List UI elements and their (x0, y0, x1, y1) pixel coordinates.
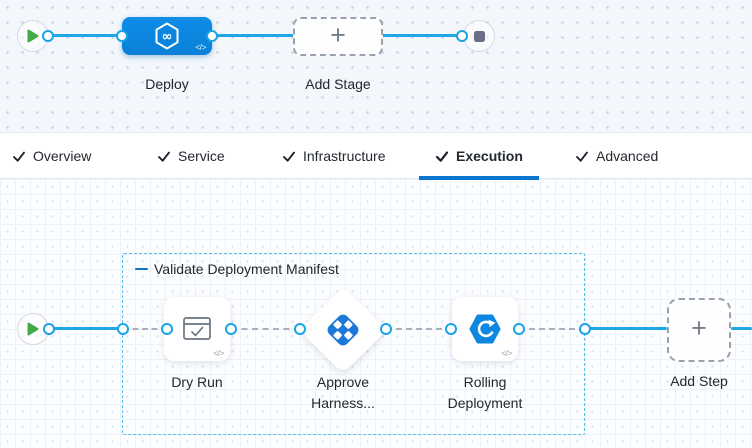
step-group-header[interactable]: Validate Deployment Manifest (135, 261, 339, 277)
tab-overview[interactable]: Overview (0, 133, 107, 179)
step-node-dry-run[interactable]: </> (164, 297, 230, 361)
connector-dot[interactable] (42, 30, 54, 42)
pipeline-end-node[interactable] (463, 20, 495, 52)
check-icon (13, 151, 25, 162)
dry-run-icon (183, 317, 211, 340)
connector-dot[interactable] (513, 323, 525, 335)
flow-line-dashed (386, 328, 452, 330)
tab-label: Overview (33, 148, 92, 164)
rolling-deployment-icon (469, 314, 501, 344)
stop-icon (473, 30, 485, 42)
stage-label[interactable]: Deploy (145, 76, 189, 92)
add-step-label: Add Step (670, 373, 728, 389)
connector-dot[interactable] (116, 30, 128, 42)
connector-dot[interactable] (161, 323, 173, 335)
flow-line (49, 327, 123, 330)
tab-service[interactable]: Service (141, 133, 241, 179)
check-icon (158, 151, 170, 162)
tab-label: Advanced (596, 148, 659, 164)
step-node-rolling-deployment[interactable]: </> (452, 297, 518, 361)
check-icon (435, 151, 449, 162)
flow-line (382, 34, 463, 37)
connector-dot[interactable] (445, 323, 457, 335)
step-label-rolling-deployment[interactable]: Rolling Deployment (447, 374, 523, 411)
step-label-approve-harness[interactable]: Approve Harness... (311, 374, 375, 411)
step-node-approve-harness[interactable] (299, 286, 387, 374)
code-icon[interactable]: </> (213, 348, 224, 358)
step-group-label: Validate Deployment Manifest (154, 261, 339, 277)
tab-infrastructure[interactable]: Infrastructure (266, 133, 401, 179)
flow-line-dashed (231, 328, 300, 330)
play-icon (27, 322, 39, 336)
step-label-dry-run[interactable]: Dry Run (171, 374, 223, 390)
tab-label: Execution (456, 148, 523, 164)
flow-line (48, 34, 123, 37)
add-stage-button[interactable]: + (293, 17, 383, 56)
flow-line (212, 34, 294, 37)
add-stage-label: Add Stage (305, 76, 371, 92)
connector-dot[interactable] (456, 30, 468, 42)
tab-execution[interactable]: Execution (419, 133, 539, 180)
check-icon (283, 151, 295, 162)
stage-node-deploy[interactable]: ∞ </> (122, 17, 212, 55)
code-icon[interactable]: </> (501, 348, 512, 358)
connector-dot[interactable] (294, 323, 306, 335)
tab-advanced[interactable]: Advanced (559, 133, 674, 179)
connector-dot[interactable] (225, 323, 237, 335)
connector-dot[interactable] (206, 30, 218, 42)
stage-pipeline-canvas: ∞ </> + Deploy Add Stage (0, 0, 752, 133)
flow-line (585, 327, 667, 330)
tab-label: Infrastructure (303, 148, 386, 164)
deploy-stage-icon: ∞ (155, 22, 179, 50)
harness-approval-icon (327, 314, 359, 346)
connector-dot[interactable] (380, 323, 392, 335)
add-step-button[interactable]: + (667, 298, 731, 362)
check-icon (576, 151, 588, 162)
connector-dot[interactable] (43, 323, 55, 335)
flow-line (731, 327, 752, 330)
code-icon[interactable]: </> (195, 42, 206, 52)
step-group-validate-deployment-manifest[interactable] (122, 253, 585, 435)
flow-line-dashed (519, 328, 585, 330)
play-icon (27, 29, 39, 43)
plus-icon: + (691, 313, 707, 343)
flow-line-dashed (123, 328, 167, 330)
execution-canvas: Validate Deployment Manifest </> (0, 179, 752, 448)
collapse-icon[interactable] (135, 267, 148, 271)
connector-dot[interactable] (579, 323, 591, 335)
stage-config-tabbar: Overview Service Infrastructure Executio… (0, 133, 752, 180)
plus-icon: + (330, 19, 346, 50)
tab-label: Service (178, 148, 225, 164)
connector-dot[interactable] (117, 323, 129, 335)
infinity-glyph: ∞ (162, 30, 173, 45)
